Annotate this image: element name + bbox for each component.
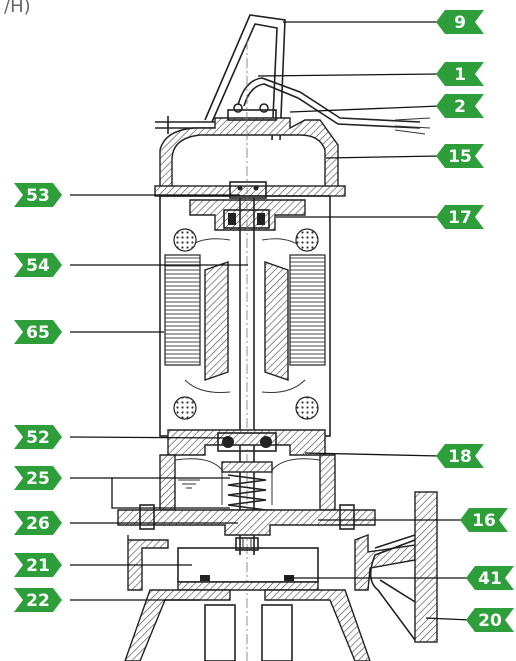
leader-lines: [69, 21, 471, 621]
tag-label: 17: [448, 208, 472, 228]
tag-9: 9: [436, 10, 484, 34]
tag-label: 18: [448, 447, 472, 467]
tag-shape: [436, 144, 484, 168]
tag-label: 25: [26, 469, 50, 489]
tag-25: 25: [14, 466, 62, 490]
power-cable: [237, 77, 431, 135]
pump-cover-plate: [117, 504, 376, 536]
pump-base: [124, 589, 371, 661]
tag-label: 26: [26, 514, 50, 534]
tag-41: 41: [466, 566, 514, 590]
shaft: [239, 40, 255, 661]
tag-shape: [14, 425, 62, 449]
motor-housing: [159, 195, 331, 437]
lower-bearing-housing: [159, 429, 336, 511]
tag-2: 2: [436, 94, 484, 118]
tag-label: 65: [26, 323, 50, 343]
tag-53: 53: [14, 183, 62, 207]
tag-shape: [14, 466, 62, 490]
tag-1: 1: [436, 62, 484, 86]
tag-52: 52: [14, 425, 62, 449]
tag-shape: [14, 183, 62, 207]
tag-label: 9: [454, 13, 466, 33]
tag-label: 21: [26, 556, 50, 576]
tag-shape: [436, 10, 484, 34]
tag-shape: [436, 62, 484, 86]
tag-18: 18: [436, 444, 484, 468]
tag-label: 53: [26, 186, 50, 206]
tag-shape: [466, 608, 514, 632]
tag-16: 16: [460, 508, 508, 532]
tag-shape: [436, 205, 484, 229]
tag-15: 15: [436, 144, 484, 168]
volute-casing: [127, 491, 438, 643]
tag-label: 22: [26, 591, 50, 611]
tag-label: 52: [26, 428, 50, 448]
tag-21: 21: [14, 553, 62, 577]
tag-54: 54: [14, 253, 62, 277]
tag-label: 16: [472, 511, 496, 531]
tag-label: 15: [448, 147, 472, 167]
tag-shape: [14, 553, 62, 577]
upper-bearing: [189, 181, 306, 231]
tag-shape: [14, 511, 62, 535]
tag-shape: [14, 320, 62, 344]
tag-shape: [436, 444, 484, 468]
impeller-nut: [235, 537, 259, 551]
tag-26: 26: [14, 511, 62, 535]
corner-text: /H): [4, 0, 31, 17]
tag-label: 20: [478, 611, 502, 631]
tag-17: 17: [436, 205, 484, 229]
tag-label: 2: [454, 97, 466, 117]
tag-label: 54: [26, 256, 50, 276]
tag-20: 20: [466, 608, 514, 632]
tag-label: 1: [454, 65, 466, 85]
tag-shape: [460, 508, 508, 532]
tag-22: 22: [14, 588, 62, 612]
tag-65: 65: [14, 320, 62, 344]
tag-label: 41: [478, 569, 502, 589]
tag-shape: [466, 566, 514, 590]
tag-shape: [14, 253, 62, 277]
tag-shape: [14, 588, 62, 612]
tag-shape: [436, 94, 484, 118]
